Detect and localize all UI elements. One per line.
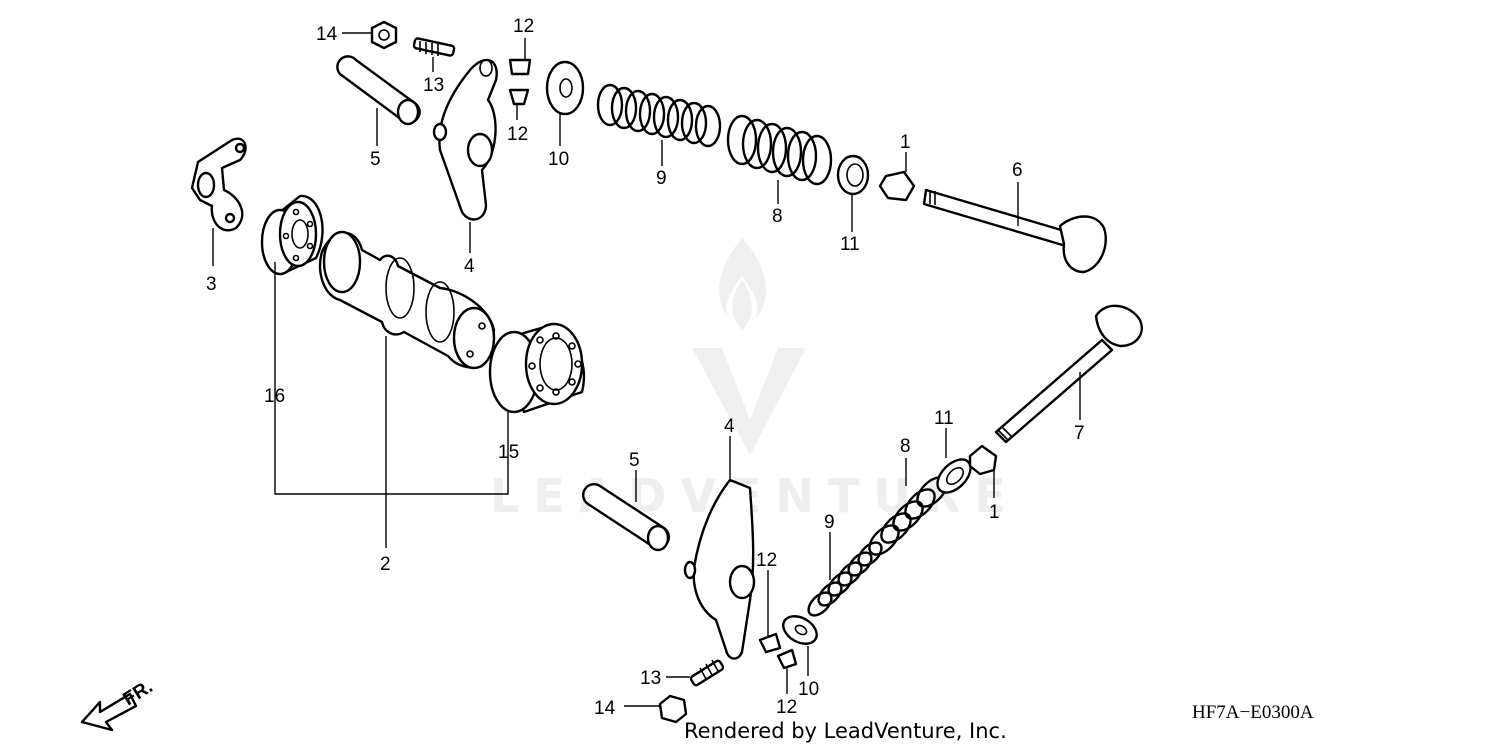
- label-2: 2: [380, 554, 391, 575]
- label-8-bottom: 8: [900, 436, 911, 457]
- label-3: 3: [206, 274, 217, 295]
- label-12-top-a: 12: [513, 16, 534, 37]
- spring-seat-top[interactable]: [836, 154, 870, 196]
- nut-bottom[interactable]: [658, 694, 688, 724]
- label-5-top: 5: [370, 149, 381, 170]
- valve-bottom[interactable]: [994, 304, 1143, 444]
- rocker-arm-bottom[interactable]: [683, 478, 756, 660]
- label-13-top: 13: [423, 75, 444, 96]
- label-4-top: 4: [464, 256, 475, 277]
- label-6: 6: [1012, 160, 1023, 181]
- label-1-bottom: 1: [989, 502, 1000, 523]
- leader-lines: [212, 32, 1081, 707]
- label-7: 7: [1074, 423, 1085, 444]
- spring-retainer-top[interactable]: [545, 60, 585, 116]
- label-8-top: 8: [772, 206, 783, 227]
- valve-top[interactable]: [922, 188, 1107, 274]
- label-5-bottom: 5: [629, 450, 640, 471]
- label-10-top: 10: [548, 149, 569, 170]
- valve-cotter-top[interactable]: [508, 58, 532, 106]
- label-11-bottom: 11: [934, 408, 954, 429]
- watermark-logo: [692, 238, 806, 455]
- valve-cotter-bottom[interactable]: [758, 632, 798, 670]
- rocker-arm-top[interactable]: [432, 58, 498, 221]
- label-9-top: 9: [656, 168, 667, 189]
- label-12-bottom-a: 12: [756, 550, 777, 571]
- render-credit: Rendered by LeadVenture, Inc.: [684, 719, 1007, 743]
- label-10-bottom: 10: [798, 679, 819, 700]
- spring-seat-bottom[interactable]: [931, 453, 976, 498]
- rocker-shaft-bottom[interactable]: [581, 483, 671, 552]
- bearing-small[interactable]: [260, 194, 324, 276]
- label-12-top-b: 12: [507, 124, 528, 145]
- stem-seal-bottom[interactable]: [968, 444, 998, 476]
- inner-spring-bottom[interactable]: [804, 538, 885, 619]
- front-arrow-icon: [80, 692, 138, 732]
- outer-spring-top[interactable]: [726, 114, 833, 186]
- label-12-bottom-b: 12: [776, 697, 797, 718]
- spring-retainer-bottom[interactable]: [778, 611, 821, 650]
- diagram-code: HF7A−E0300A: [1192, 702, 1314, 723]
- bearing-large[interactable]: [488, 322, 586, 414]
- nut-top[interactable]: [370, 20, 398, 50]
- camshaft[interactable]: [318, 230, 496, 370]
- inner-spring-top[interactable]: [596, 83, 722, 148]
- label-4-bottom: 4: [724, 416, 735, 437]
- camshaft-bracket[interactable]: [190, 137, 247, 232]
- label-16: 16: [264, 386, 285, 407]
- rocker-shaft-top[interactable]: [336, 55, 421, 126]
- label-13-bottom: 13: [640, 668, 661, 689]
- stem-seal-top[interactable]: [878, 170, 916, 202]
- label-1-top: 1: [900, 132, 911, 153]
- adjusting-screw-bottom[interactable]: [689, 659, 725, 687]
- label-15: 15: [498, 442, 519, 463]
- label-11-top: 11: [840, 234, 860, 255]
- adjusting-screw-top[interactable]: [412, 37, 456, 57]
- label-9-bottom: 9: [824, 512, 835, 533]
- label-14-top: 14: [316, 24, 338, 45]
- label-14-bottom: 14: [594, 698, 616, 719]
